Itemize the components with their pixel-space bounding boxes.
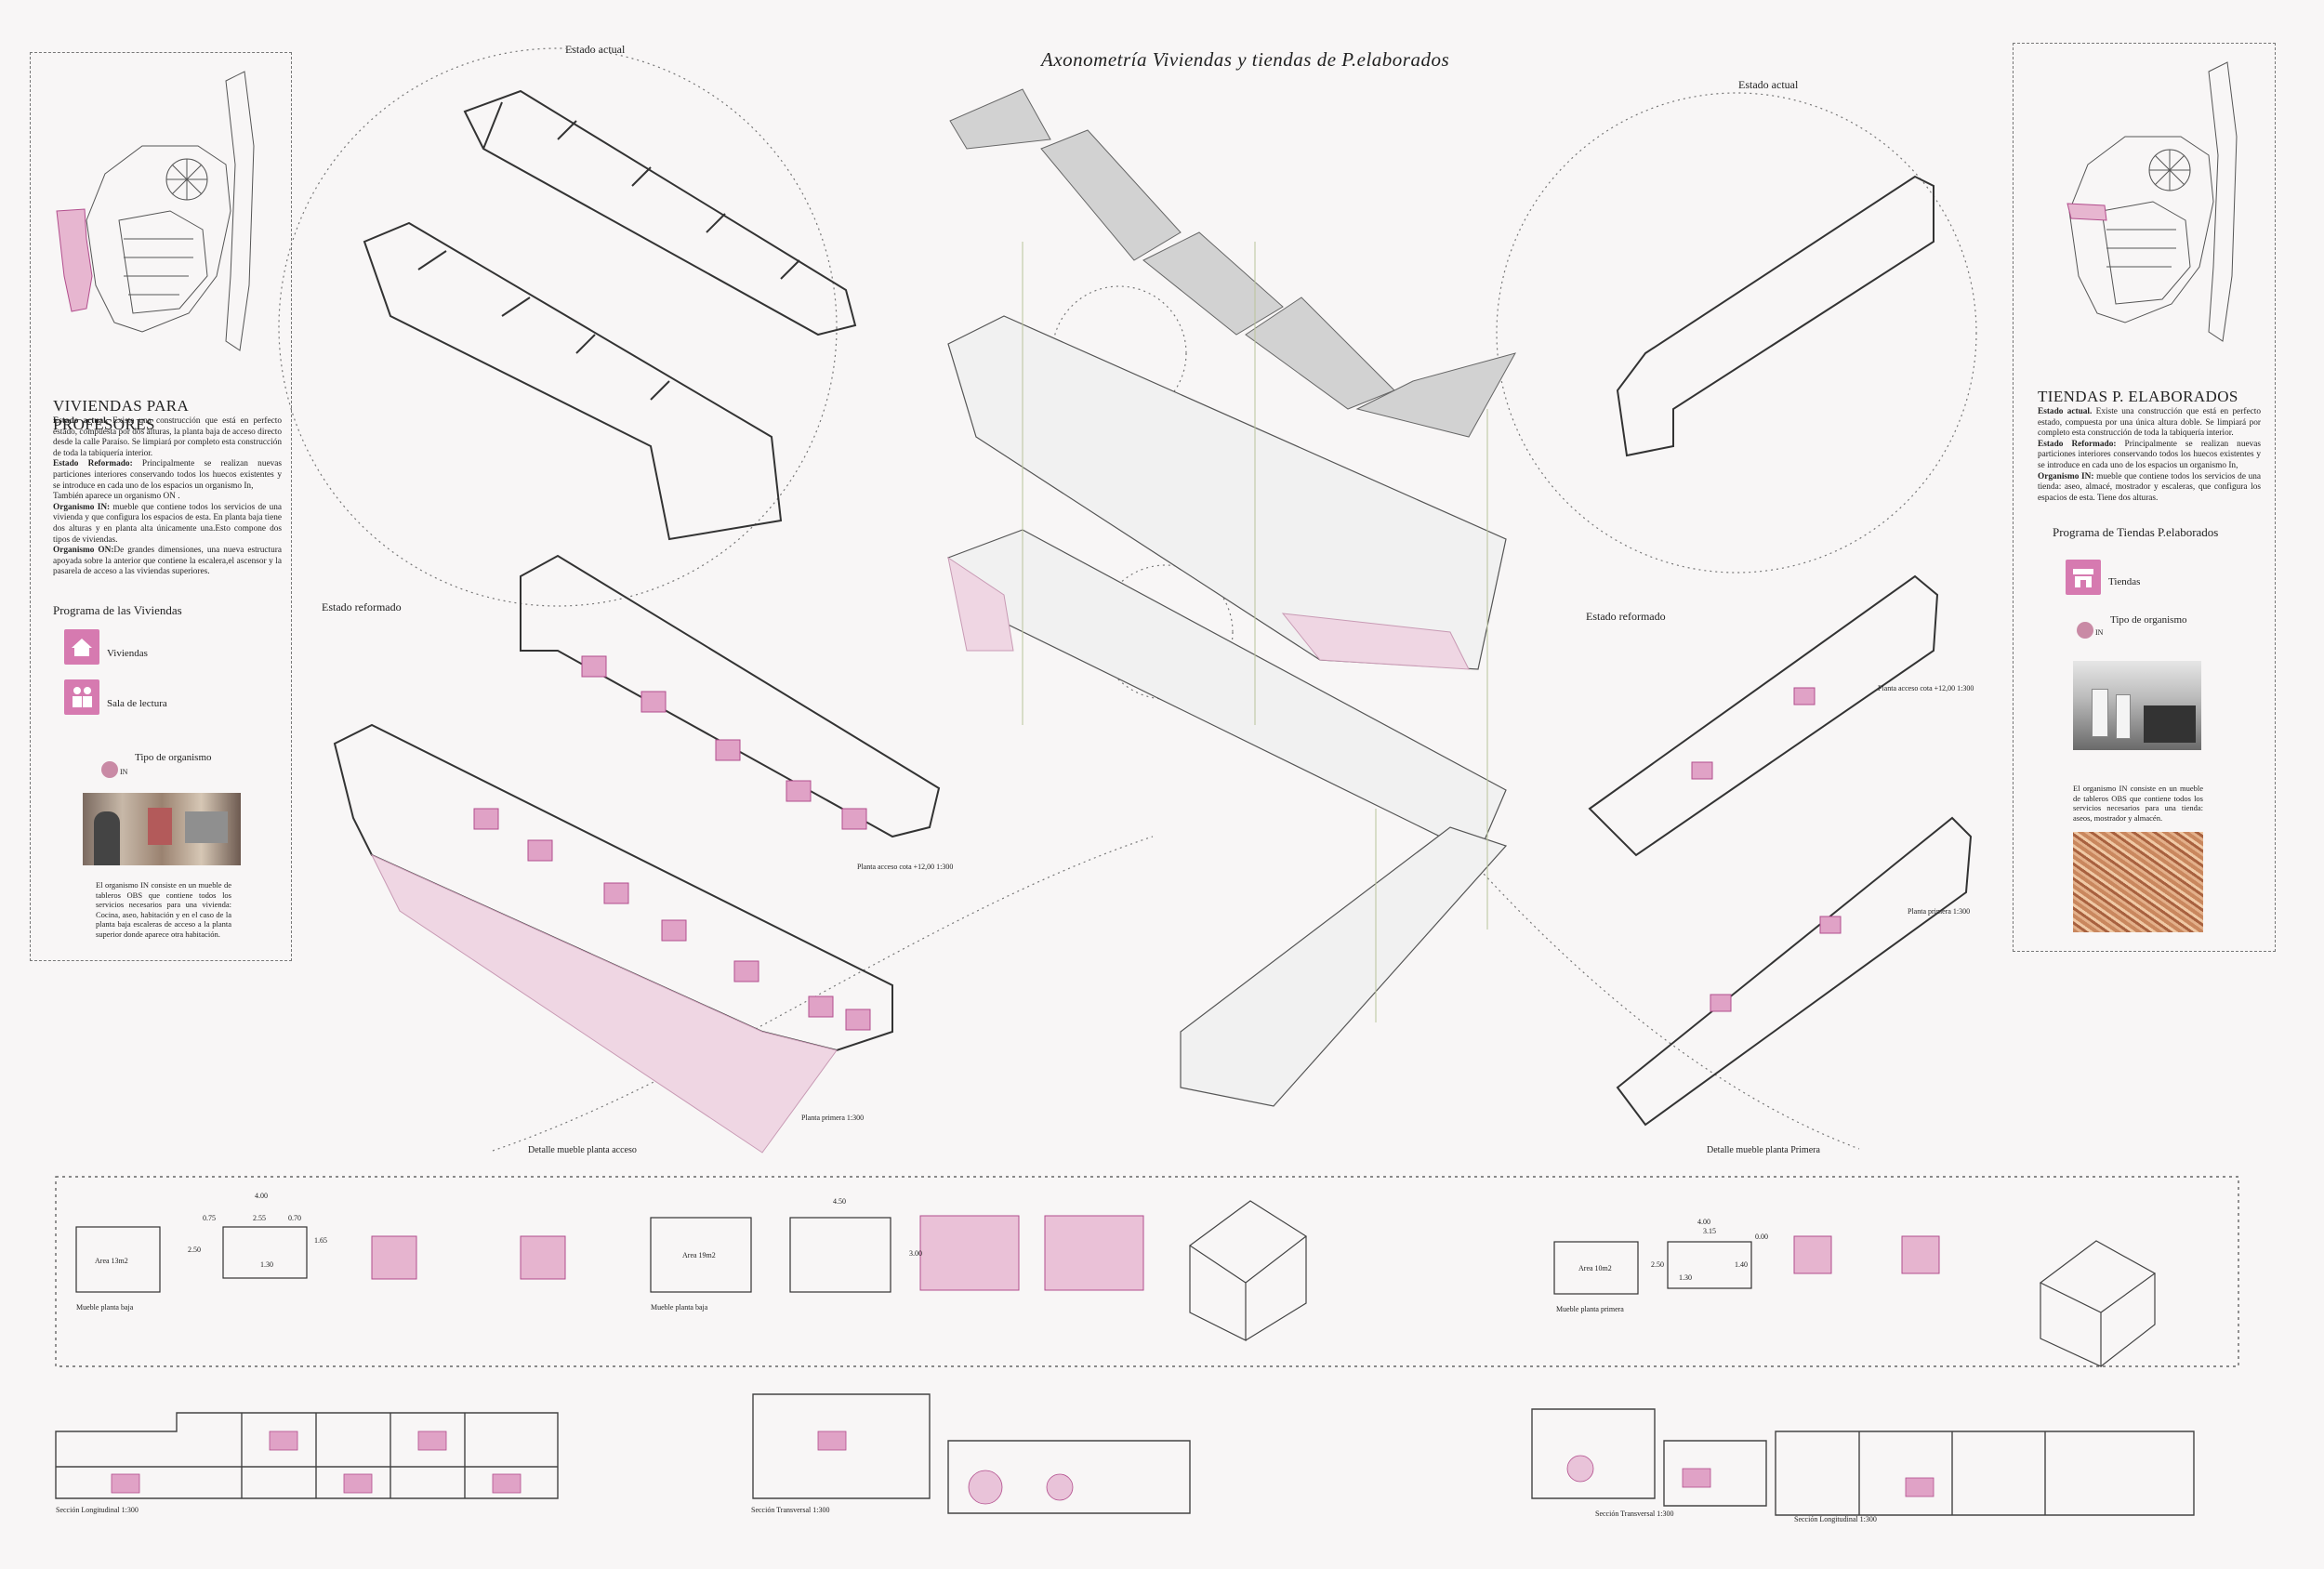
left-program-title: Programa de las Viviendas	[53, 603, 182, 617]
organism-avatar-right	[2077, 622, 2093, 639]
dim-a0: 4.00	[255, 1192, 268, 1200]
dim-c3: 2.50	[1651, 1260, 1664, 1269]
dim-c5: 1.40	[1735, 1260, 1748, 1269]
left-info-panel: VIVIENDAS PARA PROFESORES Estado actual.…	[30, 52, 292, 961]
lp1-text: Principalmente se realizan nuevas partic…	[53, 459, 282, 491]
lp0-text: Existe una construcción que está en perf…	[53, 416, 282, 458]
label-planta-primera-left: Planta primera 1:300	[801, 1114, 865, 1122]
guide-lines	[1022, 242, 1488, 1022]
left-description: Estado actual. Existe una construcción q…	[53, 416, 282, 578]
lp4-text: De grandes dimensiones, una nueva estruc…	[53, 546, 282, 577]
label-estado-reformado-right: Estado reformado	[1586, 610, 1666, 623]
dim-a6: 1.30	[260, 1260, 273, 1269]
axo-floors	[947, 315, 1508, 1107]
lp1-lead: Estado Reformado:	[53, 459, 133, 469]
site-plan-right	[2067, 61, 2238, 342]
lp0-lead: Estado actual.	[53, 416, 109, 426]
estado-actual-circle-right	[1496, 92, 1977, 574]
dim-b1: 3.00	[909, 1249, 922, 1258]
dim-b0: 4.50	[833, 1197, 846, 1206]
lp3-lead: Organismo IN:	[53, 502, 111, 512]
dim-c0: 4.00	[1697, 1218, 1710, 1226]
organism-avatar-left	[101, 761, 118, 778]
lp3-text: mueble que contiene todos los servicios …	[53, 502, 282, 545]
site-plan-left	[56, 71, 255, 351]
right-organism-text: El organismo IN consiste en un mueble de…	[2073, 784, 2203, 823]
rp0-text: Existe una construcción que está en perf…	[2038, 407, 2261, 439]
organism-photo-left	[83, 793, 241, 865]
home-icon	[64, 629, 99, 665]
roofs	[949, 88, 1517, 438]
label-detalle-primera: Detalle mueble planta Primera	[1707, 1145, 1820, 1155]
right-heading: TIENDAS P. ELABORADOS	[2038, 388, 2238, 405]
dim-a4: 2.50	[188, 1246, 201, 1254]
dim-a5: 1.65	[314, 1236, 327, 1245]
label-planta-acceso-left: Planta acceso cota +12,00 1:300	[857, 863, 954, 871]
rp2-lead: Organismo IN:	[2038, 471, 2094, 481]
lp4-lead: Organismo ON:	[53, 546, 114, 556]
label-estado-actual-right: Estado actual	[1738, 78, 1799, 91]
left-heading: VIVIENDAS PARA PROFESORES	[53, 397, 189, 433]
plan-actual-left	[363, 89, 857, 541]
lp2-text: También aparece un organismo ON .	[53, 492, 180, 502]
label-planta-acceso-right: Planta acceso cota +12,00 1:300	[1878, 684, 1974, 692]
section-caption-2: Sección Transversal 1:300	[751, 1506, 830, 1514]
right-organism-title: Tipo de organismo	[2110, 614, 2187, 626]
rp1-text: Principalmente se realizan nuevas partic…	[2038, 439, 2261, 470]
estado-actual-circle-left	[278, 47, 838, 607]
program-item-tiendas: Tiendas	[2108, 576, 2141, 587]
callout-curve-right	[1449, 836, 1860, 1150]
program-item-sala: Sala de lectura	[107, 698, 167, 709]
plan-actual-right	[1616, 175, 1934, 457]
right-program-title: Programa de Tiendas P.elaborados	[2053, 525, 2219, 539]
left-organism-text: El organismo IN consiste en un mueble de…	[96, 880, 231, 939]
rp0-lead: Estado actual.	[2038, 407, 2093, 416]
right-info-panel: TIENDAS P. ELABORADOS Estado actual. Exi…	[2013, 43, 2276, 952]
detail-area-1: Area 13m2	[95, 1257, 128, 1265]
detail-mueble-3: Mueble planta primera	[1556, 1305, 1624, 1313]
rp1-lead: Estado Reformado:	[2038, 439, 2117, 449]
section-caption-3: Sección Transversal 1:300	[1595, 1510, 1674, 1518]
organism-photo-right	[2073, 661, 2201, 750]
plan-reformado-right	[1588, 574, 1973, 1127]
section-caption-4: Sección Longitudinal 1:300	[1794, 1515, 1877, 1523]
left-organism-title: Tipo de organismo	[135, 752, 212, 763]
organism-badge-left: IN	[120, 768, 128, 776]
sections	[55, 1393, 2195, 1516]
label-estado-actual-left: Estado actual	[565, 43, 626, 56]
rp2-text: mueble que contiene todos los servicios …	[2038, 471, 2262, 503]
osb-texture-photo	[2073, 832, 2203, 932]
detail-area-2: Area 19m2	[682, 1251, 716, 1259]
label-estado-reformado-left: Estado reformado	[322, 600, 402, 613]
dim-a3: 0.70	[288, 1214, 301, 1222]
right-description: Estado actual. Existe una construcción q…	[2038, 407, 2261, 504]
dim-a2: 2.55	[253, 1214, 266, 1222]
label-detalle-acceso: Detalle mueble planta acceso	[528, 1145, 637, 1155]
detail-area-3: Area 10m2	[1578, 1264, 1612, 1272]
detail-mueble-1: Mueble planta baja	[76, 1303, 134, 1312]
section-caption-1: Sección Longitudinal 1:300	[56, 1506, 139, 1514]
dim-c1: 3.15	[1703, 1227, 1716, 1235]
dim-c2: 0.00	[1755, 1233, 1768, 1241]
plan-reformado-left	[333, 554, 941, 1154]
detail-panel	[55, 1176, 2239, 1367]
page-title: Axonometría Viviendas y tiendas de P.ela…	[1041, 48, 1450, 71]
program-item-viviendas: Viviendas	[107, 648, 148, 659]
dim-c4: 1.30	[1679, 1273, 1692, 1282]
organism-badge-right: IN	[2095, 628, 2104, 637]
detail-mueble-2: Mueble planta baja	[651, 1303, 708, 1312]
reading-room-icon	[64, 679, 99, 715]
shop-icon	[2066, 560, 2101, 595]
dim-a1: 0.75	[203, 1214, 216, 1222]
